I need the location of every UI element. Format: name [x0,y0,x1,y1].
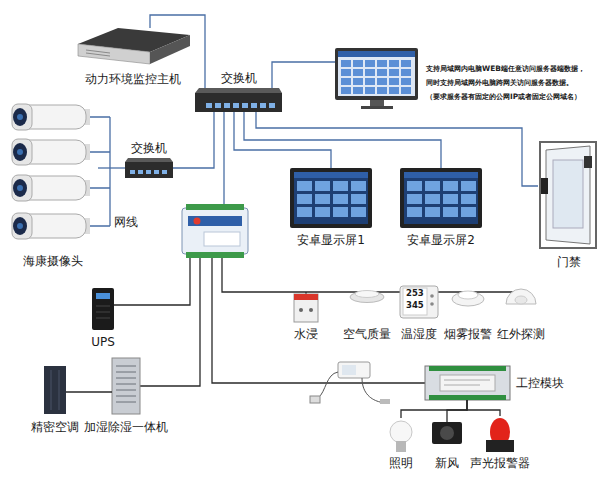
node-label: 声光报警器 [470,456,530,470]
camera-group: 海康摄像头 [8,103,98,240]
infrared-detector: 红外探测 [506,288,536,306]
display-reading: 345 [406,301,424,310]
light-bulb: 照明 [390,418,412,452]
network-switch: 交换机 [195,88,282,112]
node-label: 交换机 [131,141,167,155]
access-door: 门禁 [538,140,600,250]
node-label: 加湿除湿一体机 [84,420,168,434]
node-label: 精密空调 [31,420,79,434]
node-label: 安卓显示屏1 [297,233,365,247]
node-label: 安卓显示屏2 [407,233,475,247]
node-label: 工控模块 [516,376,564,390]
cable-label: 网线 [114,216,138,229]
node-label: 烟雾报警 [444,327,492,341]
node-label: 照明 [389,456,413,470]
node-label: 水浸 [294,327,318,341]
sound-light-alarm: 声光报警器 [486,416,514,452]
display-reading: 253 [406,289,424,298]
smoke-detector: 烟雾报警 [452,288,484,306]
node-label: 温湿度 [401,327,437,341]
node-label: 空气质量 [343,327,391,341]
signal-wire [401,400,467,418]
node-label: 门禁 [557,255,581,269]
air-sensor: 空气质量 [350,290,384,302]
network-cable [244,112,441,168]
network-cable [256,112,538,186]
ups-unit: UPS [92,288,114,330]
fresh-air-fan: 新风 [432,422,462,444]
pc-monitor: 支持局域网内电脑WEB端任意访问服务器端数据， 同时支持局域网外电脑跨网关访问服… [335,48,418,110]
water-sensor: 水浸 [294,294,318,322]
network-cable [98,167,125,168]
network-switch: 交换机 [125,158,173,178]
node-label: 红外探测 [497,327,545,341]
network-cable [272,62,335,88]
android-screen: 安卓显示屏1 [290,168,372,228]
signal-wire [467,400,500,416]
node-label: 支持局域网内电脑WEB端任意访问服务器端数据， 同时支持局域网外电脑跨网关访问服… [426,62,602,104]
node-label: 动力环境监控主机 [85,72,181,86]
signal-wire [447,400,467,422]
signal-wire [66,391,112,392]
humidifier-unit: 加湿除湿一体机 [112,358,140,414]
node-label: 交换机 [221,71,257,85]
node-label: UPS [91,335,115,349]
network-cable [173,112,214,168]
monitoring-host: 动力环境监控主机 [75,28,190,66]
control-module: 工控模块 [425,366,510,400]
android-screen: 安卓显示屏2 [400,168,482,228]
node-label: 海康摄像头 [23,254,83,268]
node-label: 新风 [435,456,459,470]
air-conditioner: 精密空调 [44,366,66,414]
